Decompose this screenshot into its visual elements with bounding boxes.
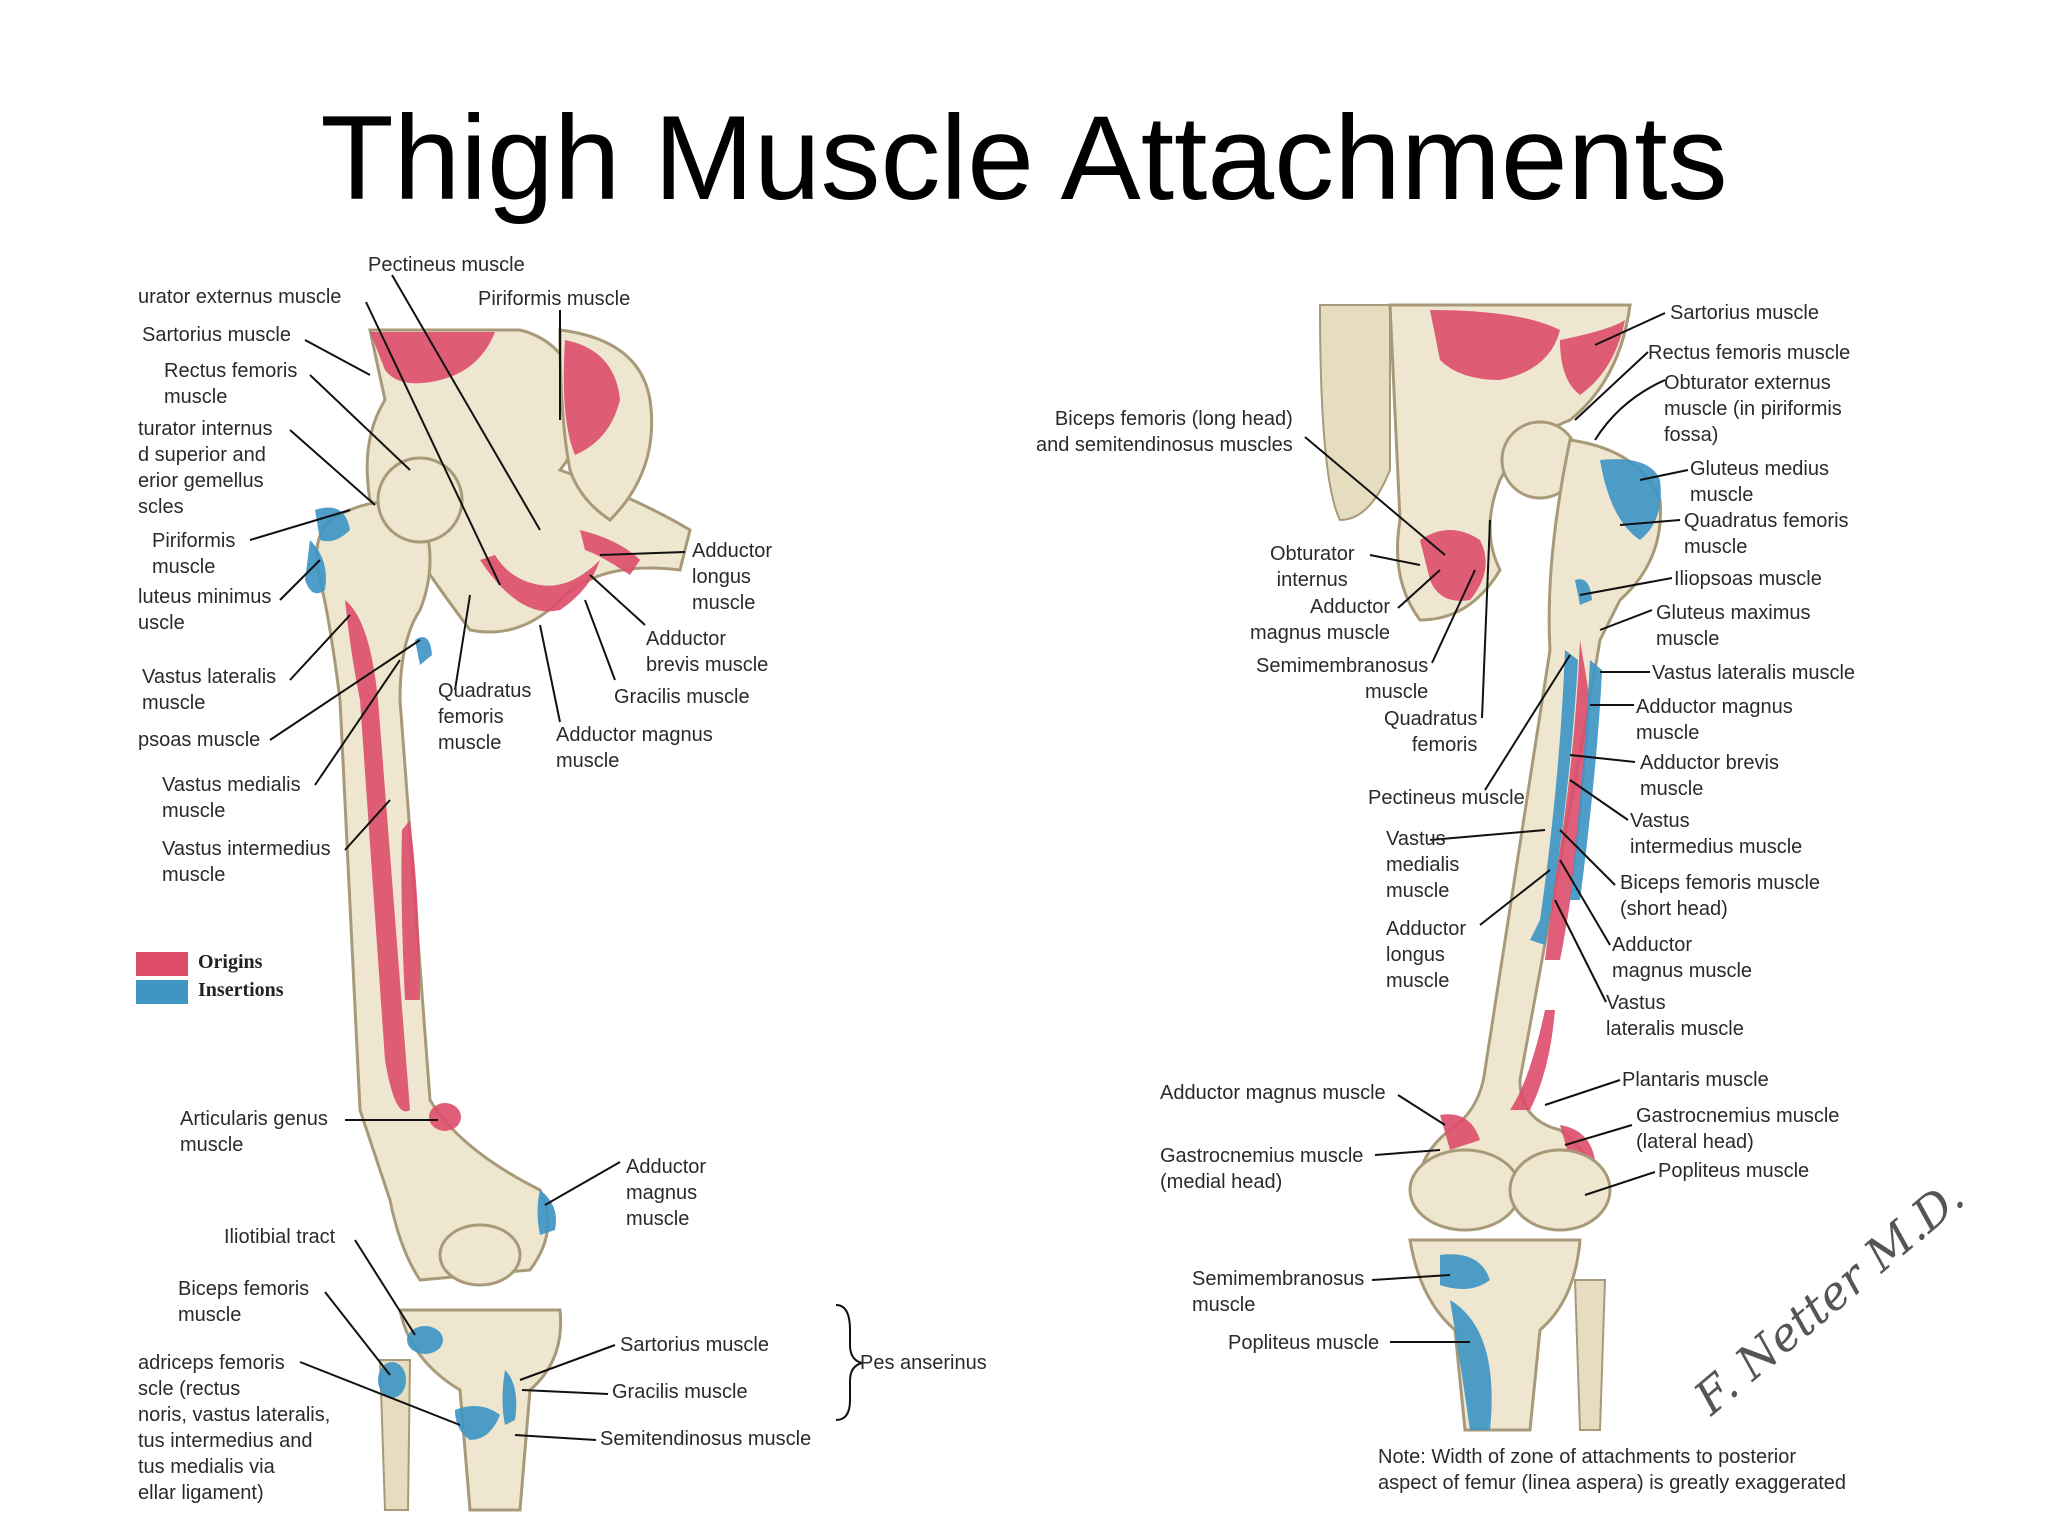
label-obturator-externus-muscle: urator externus muscle	[138, 286, 342, 308]
label-posterior-quadratus-femoris-muscle: Quadratus femoris muscle	[1684, 510, 1849, 558]
label-biceps-femoris-short-head: Biceps femoris muscle (short head)	[1620, 872, 1821, 920]
label-biceps-femoris-muscle: Biceps femoris muscle	[178, 1278, 310, 1326]
label-posterior-obturator-externus-muscle: Obturator externus muscle (in piriformis…	[1664, 372, 1842, 446]
label-posterior-rectus-femoris-muscle: Rectus femoris muscle	[1648, 342, 1851, 364]
label-quadriceps-femoris-muscle: adriceps femoris scle (rectus noris, vas…	[138, 1352, 331, 1504]
label-posterior-vastus-medialis-muscle: Vastus medialis muscle	[1386, 828, 1460, 902]
label-posterior-semimembranosus-muscle: Semimembranosus muscle	[1256, 655, 1429, 703]
legend-origins-label: Origins	[198, 951, 263, 973]
label-posterior-adductor-magnus-muscle-knee: Adductor magnus muscle	[1160, 1082, 1386, 1104]
label-vastus-lateralis-muscle: Vastus lateralis muscle	[142, 666, 277, 714]
label-posterior-adductor-magnus-muscle-2: Adductor magnus muscle	[1612, 934, 1753, 982]
label-posterior-pectineus-muscle: Pectineus muscle	[1368, 787, 1525, 809]
label-gastrocnemius-lateral-head: Gastrocnemius muscle (lateral head)	[1636, 1105, 1840, 1153]
posterior-femur	[1416, 438, 1662, 1212]
label-rectus-femoris-muscle: Rectus femoris muscle	[164, 360, 298, 408]
label-semitendinosus-muscle: Semitendinosus muscle	[600, 1428, 812, 1450]
label-gluteus-minimus-muscle: luteus minimus uscle	[138, 586, 272, 634]
label-posterior-quadratus-femoris-left: Quadratus femoris	[1384, 708, 1478, 756]
label-posterior-popliteus-muscle-left: Popliteus muscle	[1228, 1332, 1380, 1354]
label-posterior-vastus-lateralis-muscle-2: Vastus lateralis muscle	[1606, 992, 1744, 1040]
label-gluteus-maximus-muscle: Gluteus maximus muscle	[1656, 602, 1811, 650]
label-gracilis-muscle-top: Gracilis muscle	[614, 686, 750, 708]
posterior-view-illustration	[1318, 303, 1662, 1432]
label-pes-anserinus: Pes anserinus	[860, 1352, 987, 1374]
label-adductor-magnus-muscle-top: Adductor magnus muscle	[556, 724, 713, 772]
slide-title: Thigh Muscle Attachments	[320, 91, 1728, 225]
pes-anserinus-brace	[835, 1304, 863, 1421]
label-adductor-longus-muscle: Adductor longus muscle	[692, 540, 773, 614]
label-vastus-medialis-muscle: Vastus medialis muscle	[162, 774, 301, 822]
label-pectineus-muscle: Pectineus muscle	[368, 254, 525, 276]
label-articularis-genus-muscle: Articularis genus muscle	[180, 1108, 328, 1156]
label-obturator-internus-gemellus-muscles: turator internus d superior and erior ge…	[138, 418, 273, 518]
femoral-head	[376, 456, 464, 544]
label-biceps-femoris-long-head-semitendinosus: Biceps femoris (long head) and semitendi…	[1036, 408, 1293, 456]
legend-insertions-swatch	[136, 980, 188, 1004]
label-gastrocnemius-medial-head: Gastrocnemius muscle (medial head)	[1160, 1145, 1364, 1193]
exaggeration-note: Note: Width of zone of attachments to po…	[1378, 1446, 1847, 1494]
label-piriformis-muscle: Piriformis muscle	[152, 530, 236, 578]
label-posterior-semimembranosus-muscle-knee: Semimembranosus muscle	[1192, 1268, 1365, 1316]
label-gracilis-muscle-knee: Gracilis muscle	[612, 1381, 748, 1403]
label-posterior-vastus-intermedius-muscle: Vastus intermedius muscle	[1630, 810, 1803, 858]
label-posterior-sartorius-muscle: Sartorius muscle	[1670, 302, 1819, 324]
label-vastus-intermedius-muscle: Vastus intermedius muscle	[162, 838, 331, 886]
label-posterior-adductor-magnus-muscle: Adductor magnus muscle	[1636, 696, 1793, 744]
label-adductor-brevis-muscle: Adductor brevis muscle	[646, 628, 769, 676]
label-sartorius-muscle-knee: Sartorius muscle	[620, 1334, 769, 1356]
label-posterior-adductor-brevis-muscle: Adductor brevis muscle	[1640, 752, 1779, 800]
posterior-fibula	[1573, 1279, 1607, 1431]
label-iliopsoas-muscle: psoas muscle	[138, 729, 261, 751]
label-posterior-vastus-lateralis-muscle: Vastus lateralis muscle	[1652, 662, 1856, 684]
label-plantaris-muscle: Plantaris muscle	[1622, 1069, 1769, 1091]
anterior-leader-lines	[249, 274, 686, 1441]
posterior-tibia	[1408, 1238, 1582, 1432]
label-piriformis-muscle-top: Piriformis muscle	[478, 288, 631, 310]
label-iliotibial-tract: Iliotibial tract	[224, 1226, 336, 1248]
label-sartorius-muscle: Sartorius muscle	[142, 324, 291, 346]
label-posterior-iliopsoas-muscle: Iliopsoas muscle	[1674, 568, 1822, 590]
label-adductor-magnus-muscle-knee: Adductor magnus muscle	[626, 1156, 707, 1230]
label-posterior-obturator-internus: Obturator internus	[1270, 543, 1355, 591]
label-posterior-popliteus-muscle-right: Popliteus muscle	[1658, 1160, 1810, 1182]
label-gluteus-medius-muscle: Gluteus medius muscle	[1690, 458, 1829, 506]
posterior-leader-lines	[1304, 312, 1689, 1343]
label-posterior-adductor-longus-muscle: Adductor longus muscle	[1386, 918, 1467, 992]
label-posterior-adductor-magnus-muscle-left: Adductor magnus muscle	[1250, 596, 1391, 644]
label-quadratus-femoris-muscle: Quadratus femoris muscle	[438, 680, 532, 754]
legend-origins-swatch	[136, 952, 188, 976]
legend-insertions-label: Insertions	[198, 979, 284, 1001]
posterior-sacrum	[1318, 304, 1391, 522]
